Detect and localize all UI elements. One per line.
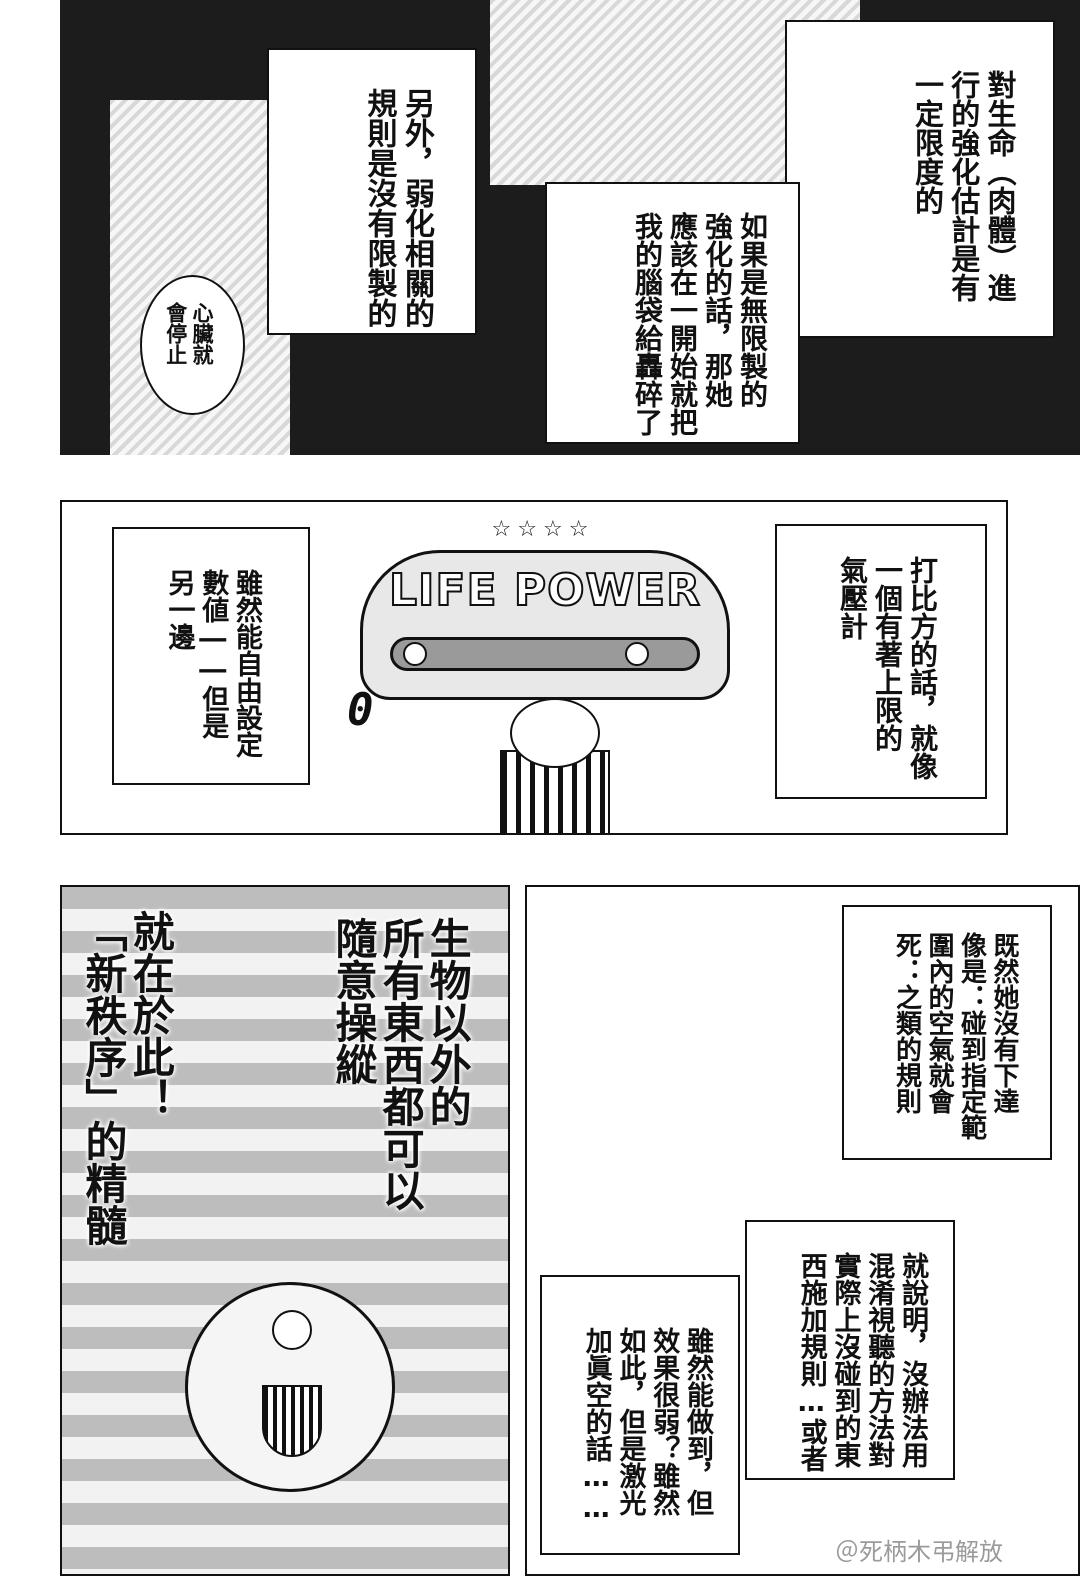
caption-text-left: 雖然能自由設定 數値――但是 另一邊 xyxy=(163,569,263,758)
caption-box-right: 打比方的話，就像 一個有著上限的 氣壓計 xyxy=(775,524,987,799)
caption-box-1: 對生命（肉體）進 行的強化估計是有 一定限度的 xyxy=(785,20,1055,338)
caption-box-left: 雖然能自由設定 數値――但是 另一邊 xyxy=(112,527,310,785)
speech-bubble-text: 心臟就 會停止 xyxy=(163,302,214,365)
caption-box-a: 既然她沒有下達 像是：碰到指定範 圍內的空氣就會 死：之類的規則 xyxy=(842,905,1052,1160)
watermark: ＠死柄木弔解放 xyxy=(835,1538,1003,1566)
gauge-light-right xyxy=(625,642,649,666)
sign-body xyxy=(360,550,730,700)
life-power-sign: ☆☆☆☆ LIFE POWER xyxy=(345,515,745,715)
caption-text-1: 對生命（肉體）進 行的強化估計是有 一定限度的 xyxy=(910,70,1018,302)
caption-box-3: 另外，弱化相關的 規則是沒有限製的 xyxy=(267,48,477,335)
caption-box-b: 就說明，沒辦法用 混淆視聽的方法對 實際上沒碰到的東 西施加規則…或者 xyxy=(745,1220,955,1480)
character-illustration xyxy=(470,690,640,835)
caption-box-c: 雖然能做到，但 效果很弱？雖然 如此，但是激光 加眞空的話…… xyxy=(540,1275,740,1555)
caption-box-2: 如果是無限製的 強化的話，那她 應該在一開始就把 我的腦袋給轟碎了 xyxy=(545,182,800,444)
caption-text-a: 既然她沒有下達 像是：碰到指定範 圍內的空氣就會 死：之類的規則 xyxy=(891,932,1020,1140)
gauge-light-left xyxy=(403,642,427,666)
sign-title: LIFE POWER xyxy=(388,564,701,617)
caption-text-3: 另外，弱化相關的 規則是沒有限製的 xyxy=(361,88,435,328)
bold-text-essence: 就在於此！ 「新秩序」的精髓 xyxy=(79,910,176,1246)
sign-stars: ☆☆☆☆ xyxy=(491,517,595,542)
gauge-bar xyxy=(390,637,700,671)
caption-text-2: 如果是無限製的 強化的話，那她 應該在一開始就把 我的腦袋給轟碎了 xyxy=(631,212,769,436)
great-seal-emblem xyxy=(185,1282,395,1492)
caption-text-c: 雖然能做到，但 效果很弱？雖然 如此，但是激光 加眞空的話…… xyxy=(580,1327,713,1524)
bold-text-main: 生物以外的 所有東西都可以 隨意操縱 xyxy=(329,917,473,1211)
caption-text-right: 打比方的話，就像 一個有著上限的 氣壓計 xyxy=(836,556,939,780)
counter-display: 0 xyxy=(347,685,374,736)
speech-bubble: 心臟就 會停止 xyxy=(140,275,245,415)
caption-text-b: 就說明，沒辦法用 混淆視聽的方法對 實際上沒碰到的東 西施加規則…或者 xyxy=(795,1252,928,1472)
